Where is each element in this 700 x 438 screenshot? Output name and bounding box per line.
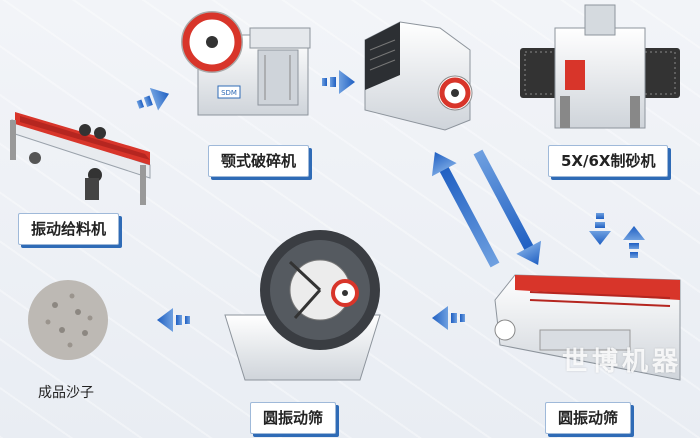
vibrating-screen-machine xyxy=(494,274,681,381)
arrow-sandmaker-to-screen xyxy=(589,213,611,245)
label-vibrating-screen: 圆振动筛 xyxy=(545,402,632,434)
sand-making-machine xyxy=(520,4,680,129)
label-jaw-crusher: 颚式破碎机 xyxy=(208,145,310,177)
label-sand-washer: 圆振动筛 xyxy=(250,402,337,434)
jaw-crusher-machine: SDM xyxy=(181,11,311,116)
vibrating-feeder-machine xyxy=(10,112,151,205)
arrow-impact-to-screen xyxy=(473,149,542,266)
impact-crusher-machine xyxy=(364,21,473,131)
arrow-screen-to-washer xyxy=(432,306,465,330)
label-finished-sand: 成品沙子 xyxy=(38,385,94,401)
arrow-jaw-to-impact xyxy=(322,70,355,94)
arrow-screen-to-sandmaker xyxy=(623,226,645,258)
arrow-washer-to-product xyxy=(157,308,190,332)
label-sand-maker: 5X/6X制砂机 xyxy=(548,145,669,177)
finished-sand-image xyxy=(28,280,108,360)
sand-washer-machine xyxy=(224,230,381,381)
brand-watermark: 世博机器 xyxy=(561,347,682,377)
machine-badge: SDM xyxy=(221,89,237,97)
label-vibrating-feeder: 振动给料机 xyxy=(18,213,120,245)
arrow-screen-to-impact xyxy=(431,151,500,268)
arrow-feeder-to-jaw xyxy=(136,87,170,111)
flow-arrows xyxy=(136,70,645,332)
